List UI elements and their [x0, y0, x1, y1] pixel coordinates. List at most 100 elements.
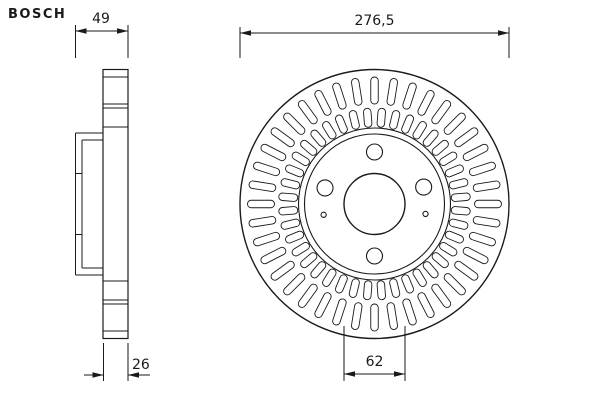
dim-arrow	[117, 28, 128, 34]
vent-slot	[278, 192, 299, 202]
dim-arrow	[75, 28, 87, 34]
vent-slot	[334, 114, 348, 134]
bolt-hole	[365, 247, 384, 265]
hat-section	[75, 132, 103, 276]
vent-slot	[370, 76, 379, 105]
vent-slot	[386, 78, 398, 106]
friction-inner-circle	[297, 127, 452, 281]
vent-slot	[448, 218, 469, 230]
vent-slot	[253, 161, 281, 177]
vent-slot	[248, 180, 277, 192]
dim-overall-width-value: 49	[92, 11, 110, 27]
dim-arrow	[344, 371, 355, 377]
vent-slots	[247, 76, 502, 332]
vent-slot	[280, 218, 301, 230]
vent-slot	[462, 143, 489, 162]
dim-arrow	[240, 30, 251, 36]
vent-slot	[450, 192, 471, 202]
vent-slot	[422, 261, 439, 279]
dim-overall-width: 49	[75, 11, 129, 58]
vent-slot	[431, 283, 452, 308]
hub-flange-circle	[303, 133, 446, 275]
dim-center-bore-value: 62	[366, 354, 384, 370]
vent-slot	[363, 280, 373, 301]
vent-slot	[462, 246, 489, 265]
vent-slot	[248, 216, 277, 228]
vent-slot	[297, 283, 318, 308]
vent-slot	[389, 278, 401, 298]
vent-slot	[454, 127, 479, 148]
pin-hole	[320, 211, 327, 218]
vent-slot	[431, 100, 452, 125]
vent-slot	[376, 280, 386, 301]
vent-slot	[314, 292, 332, 319]
center-bore-circle	[343, 172, 406, 236]
vent-slot	[450, 206, 471, 216]
vent-slot	[291, 241, 310, 257]
vent-slot	[443, 273, 466, 296]
dim-disc-thickness: 26	[84, 343, 150, 381]
bolt-hole	[316, 179, 334, 197]
vent-slot	[351, 302, 363, 330]
vent-slot	[468, 231, 496, 247]
vent-slot	[310, 261, 327, 279]
vent-slot	[443, 112, 466, 135]
outer-edge-circle	[239, 68, 510, 340]
vent-slot	[283, 273, 306, 296]
vent-slot	[472, 216, 501, 228]
hub-holes	[316, 143, 433, 265]
vent-slot	[439, 151, 458, 167]
dim-arrow	[128, 372, 139, 378]
vent-slot	[322, 121, 337, 140]
friction-ring-section	[102, 68, 129, 340]
dim-arrow	[92, 372, 104, 378]
dim-center-bore: 62	[343, 326, 406, 381]
vent-section-lines-bottom	[103, 280, 128, 332]
dim-outer-diameter-value: 276,5	[354, 13, 394, 29]
vent-slot	[322, 268, 337, 287]
front-view	[239, 68, 510, 340]
dim-outer-diameter: 276,5	[239, 13, 510, 58]
vent-slot	[334, 274, 348, 294]
vent-slot	[376, 107, 386, 128]
vent-slot	[422, 129, 439, 147]
vent-slot	[348, 110, 360, 130]
vent-slot	[310, 129, 327, 147]
pin-hole	[422, 210, 429, 218]
vent-slot	[285, 164, 305, 178]
vent-slot	[402, 298, 417, 326]
vent-slot	[260, 246, 287, 265]
vent-slot	[270, 260, 295, 281]
vent-slot	[260, 143, 287, 162]
vent-slot	[431, 252, 449, 269]
vent-slot	[370, 303, 379, 332]
side-view	[75, 68, 129, 340]
dim-disc-thickness-value: 26	[132, 357, 150, 373]
vent-slot	[314, 89, 332, 116]
vent-slot	[285, 230, 305, 244]
vent-slot	[351, 78, 363, 106]
vent-slot	[278, 206, 299, 216]
vent-slot	[401, 114, 415, 134]
vent-slot	[412, 121, 427, 140]
vent-slot	[253, 231, 281, 247]
vent-slot	[444, 164, 464, 178]
vent-slot	[280, 178, 301, 190]
bolt-hole	[415, 178, 433, 196]
vent-slot	[412, 268, 427, 287]
vent-slot	[468, 161, 496, 177]
vent-slot	[417, 89, 435, 116]
vent-slot	[454, 260, 479, 281]
vent-slot	[417, 292, 435, 319]
vent-slot	[439, 241, 458, 257]
vent-slot	[444, 230, 464, 244]
vent-slot	[472, 180, 501, 192]
bolt-hole	[365, 143, 384, 161]
vent-slot	[389, 110, 401, 130]
front-view-rings	[239, 68, 510, 340]
vent-slot	[448, 178, 469, 190]
vent-slot	[270, 127, 295, 148]
vent-slot	[283, 112, 306, 135]
vent-slot	[402, 82, 417, 110]
